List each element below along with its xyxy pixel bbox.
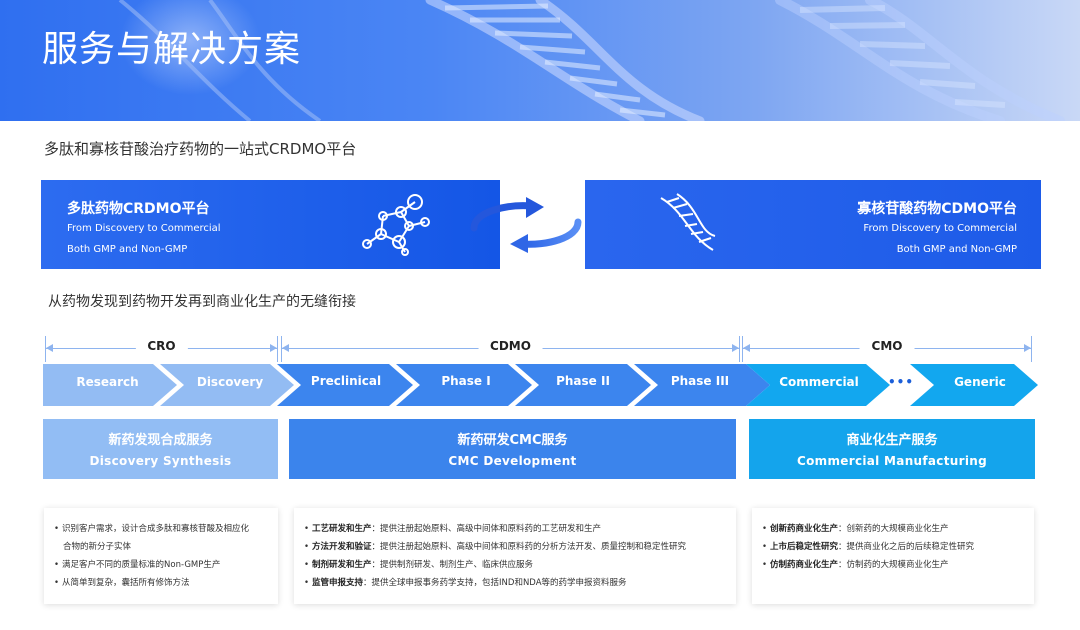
stage-label-discovery: Discovery	[196, 375, 264, 389]
stage-label-preclinical: Preclinical	[310, 374, 382, 388]
discovery-synthesis-service: 新药发现合成服务 Discovery Synthesis	[43, 419, 278, 479]
stage-label-commercial: Commercial	[779, 375, 859, 389]
platform-title: 寡核苷酸药物CDMO平台	[857, 201, 1017, 217]
list-item: •监管申报支持：提供全球申报事务药学支持，包括IND和NDA等的药学申报资料服务	[304, 578, 627, 588]
header-banner: 服务与解决方案	[0, 0, 1080, 121]
list-item: •方法开发和验证：提供注册起始原料、高级中间体和原料药的分析方法开发、质量控制和…	[304, 542, 687, 552]
cdmo-range: CDMO	[281, 336, 740, 362]
commercial-manufacturing-service: 商业化生产服务 Commercial Manufacturing	[749, 419, 1035, 479]
platform-line-1: From Discovery to Commercial	[67, 223, 221, 234]
peptide-platform-card: 多肽药物CRDMO平台 From Discovery to Commercial…	[41, 180, 500, 269]
platform-line-2: Both GMP and Non-GMP	[67, 244, 188, 255]
cmc-details-card: •工艺研发和生产：提供注册起始原料、高级中间体和原料药的工艺研发和生产 •方法开…	[294, 508, 736, 604]
cdmo-label: CDMO	[478, 339, 543, 353]
list-item: •上市后稳定性研究：提供商业化之后的后续稳定性研究	[762, 542, 975, 552]
platform-line-1: From Discovery to Commercial	[863, 223, 1017, 234]
stage-label-research: Research	[76, 375, 139, 389]
commercial-details-card: •创新药商业化生产：创新药的大规模商业化生产 •上市后稳定性研究：提供商业化之后…	[752, 508, 1034, 604]
cmo-range: CMO	[742, 336, 1032, 362]
list-item: 合物的新分子实体	[63, 542, 132, 552]
platform-subtitle: 多肽和寡核苷酸治疗药物的一站式CRDMO平台	[44, 140, 357, 158]
list-item: •仿制药商业化生产：仿制药的大规模商业化生产	[762, 560, 949, 570]
list-item: •工艺研发和生产：提供注册起始原料、高级中间体和原料药的工艺研发和生产	[304, 524, 602, 534]
service-title-en: Commercial Manufacturing	[797, 454, 987, 468]
dna-icon	[660, 193, 716, 251]
cro-label: CRO	[135, 339, 188, 353]
service-title-en: Discovery Synthesis	[89, 454, 232, 468]
platform-line-2: Both GMP and Non-GMP	[896, 244, 1017, 255]
ellipsis-label: •••	[887, 375, 914, 389]
list-item: •创新药商业化生产：创新药的大规模商业化生产	[762, 524, 949, 534]
list-item: •制剂研发和生产：提供制剂研发、制剂生产、临床供应服务	[304, 560, 534, 570]
cmo-label: CMO	[859, 339, 915, 353]
dna-background-image	[118, 0, 1065, 121]
cro-range: CRO	[45, 336, 278, 362]
service-title-en: CMC Development	[448, 454, 577, 468]
cmc-development-service: 新药研发CMC服务 CMC Development	[289, 419, 736, 479]
discovery-details-card: •识别客户需求，设计合成多肽和寡核苷酸及相应化 合物的新分子实体 •满足客户不同…	[44, 508, 278, 604]
stage-label-phase-2: Phase II	[556, 374, 610, 388]
page-title: 服务与解决方案	[42, 29, 302, 70]
service-title-zh: 商业化生产服务	[846, 433, 938, 448]
stage-label-phase-3: Phase III	[670, 374, 730, 388]
list-item: •从简单到复杂，囊括所有修饰方法	[54, 578, 190, 588]
stage-label-phase-1: Phase I	[441, 374, 491, 388]
section-title: 从药物发现到药物开发再到商业化生产的无缝衔接	[48, 294, 356, 310]
service-title-zh: 新药研发CMC服务	[457, 433, 568, 448]
molecule-icon	[362, 194, 430, 256]
service-title-zh: 新药发现合成服务	[108, 433, 213, 448]
platform-title: 多肽药物CRDMO平台	[67, 201, 210, 217]
exchange-arrows-icon	[470, 197, 582, 253]
list-item: •满足客户不同的质量标准的Non-GMP生产	[54, 560, 221, 570]
oligonucleotide-platform-card: 寡核苷酸药物CDMO平台 From Discovery to Commercia…	[585, 180, 1041, 269]
stage-label-generic: Generic	[954, 375, 1006, 389]
list-item: •识别客户需求，设计合成多肽和寡核苷酸及相应化	[54, 524, 250, 534]
